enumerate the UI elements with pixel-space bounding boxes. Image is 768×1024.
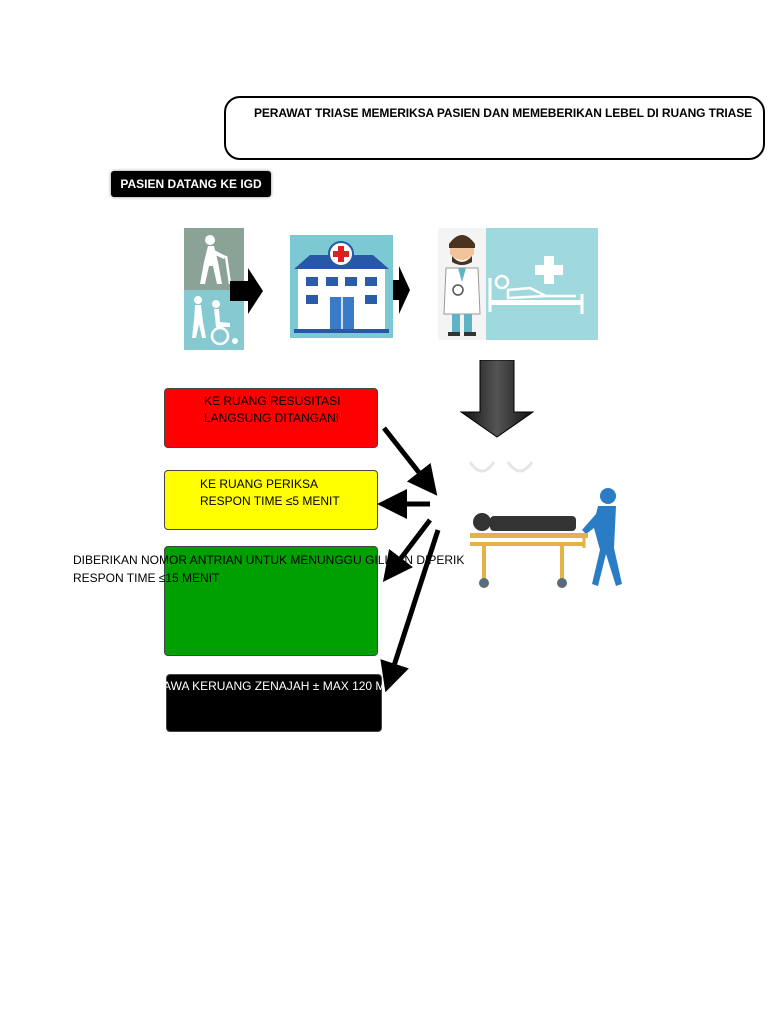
category-red-line2: LANGSUNG DITANGANI: [204, 411, 340, 425]
doctor-and-bed-panel: [438, 228, 598, 340]
diagram-title: PERAWAT TRIASE MEMERIKSA PASIEN DAN MEME…: [254, 106, 753, 120]
category-yellow-box: [164, 470, 378, 530]
hospital-building-icon: [290, 235, 393, 338]
start-label: PASIEN DATANG KE IGD: [111, 171, 271, 197]
arrow-right-icon: [230, 268, 263, 314]
category-black-label: BAWA KERUANG ZENAJAH ± MAX 120 MENIT: [166, 679, 382, 693]
arrow-to-black: [380, 529, 441, 693]
arrow-to-green: [382, 518, 432, 582]
category-green-line1: DIBERIKAN NOMOR ANTRIAN UNTUK MENUNGGU G…: [73, 553, 464, 567]
category-yellow-line2: RESPON TIME ≤5 MENIT: [200, 494, 340, 508]
arrow-right-icon: [393, 266, 410, 314]
category-black-box: [166, 674, 382, 732]
arrow-down-icon: [460, 360, 534, 438]
stretcher-icon: [468, 461, 622, 588]
category-black-text-clip: BAWA KERUANG ZENAJAH ± MAX 120 MENIT: [166, 674, 382, 698]
title-box: [224, 96, 765, 160]
category-red-line1: KE RUANG RESUSITASI: [204, 394, 341, 408]
arrow-to-stretcher: [382, 426, 438, 496]
category-green-line2: RESPON TIME ≤15 MENIT: [73, 571, 220, 585]
walking-patient-icon: [184, 228, 244, 290]
category-green-box: [164, 546, 378, 656]
doctor-icon: [438, 228, 486, 340]
hospital-bed-icon: [488, 256, 584, 314]
category-red-box: [164, 388, 378, 448]
category-yellow-line1: KE RUANG PERIKSA: [200, 477, 319, 491]
